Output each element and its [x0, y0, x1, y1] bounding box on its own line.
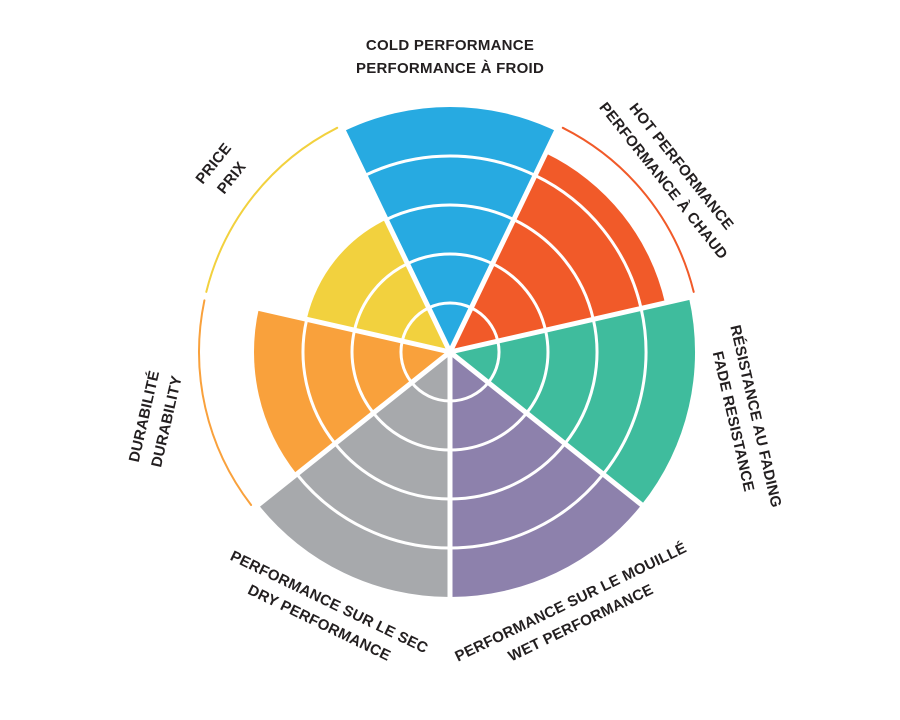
wedge-fade: [450, 297, 696, 505]
sector-separator: [449, 294, 693, 355]
label-line-primary: COLD PERFORMANCE: [365, 36, 535, 54]
ring-divider: [449, 442, 567, 501]
wedge-dry: [258, 352, 450, 597]
ring-divider: [602, 308, 648, 476]
wedge-wet: [450, 352, 642, 597]
ring-divider: [534, 174, 643, 309]
sector-separator: [448, 350, 646, 509]
ring-divider: [491, 262, 547, 331]
ring-divider: [487, 340, 501, 384]
ring-divider: [449, 412, 528, 452]
ring-divider: [406, 252, 494, 266]
max-scale-arc-hot: [561, 126, 695, 293]
ring-divider: [449, 381, 490, 403]
label-line-secondary: PERFORMANCE À FROID: [355, 60, 545, 77]
ring-divider: [372, 412, 451, 452]
ring-divider: [399, 340, 413, 384]
ring-divider: [353, 262, 409, 331]
ring-divider: [333, 442, 451, 501]
ring-divider: [563, 318, 599, 445]
sector-separator: [340, 127, 453, 354]
ring-divider: [400, 306, 430, 342]
ring-divider: [295, 473, 451, 550]
sector-separator: [447, 127, 560, 354]
ring-divider: [410, 381, 451, 403]
ring-divider: [513, 218, 595, 320]
max-scale-arc-price: [205, 126, 339, 293]
ring-divider: [470, 306, 500, 342]
ring-divider: [385, 203, 515, 221]
ring-divider: [364, 154, 536, 177]
ring-divider: [350, 329, 375, 415]
wedge-cold: [343, 107, 557, 352]
sector-separator: [254, 350, 452, 509]
ring-divider: [525, 329, 550, 415]
max-scale-arc-durability: [198, 299, 253, 506]
ring-divider: [449, 473, 605, 550]
ring-divider: [428, 301, 472, 310]
sector-separator: [207, 294, 451, 355]
ring-divider: [301, 318, 337, 445]
label-cold-performance: COLD PERFORMANCE PERFORMANCE À FROID: [356, 34, 544, 81]
